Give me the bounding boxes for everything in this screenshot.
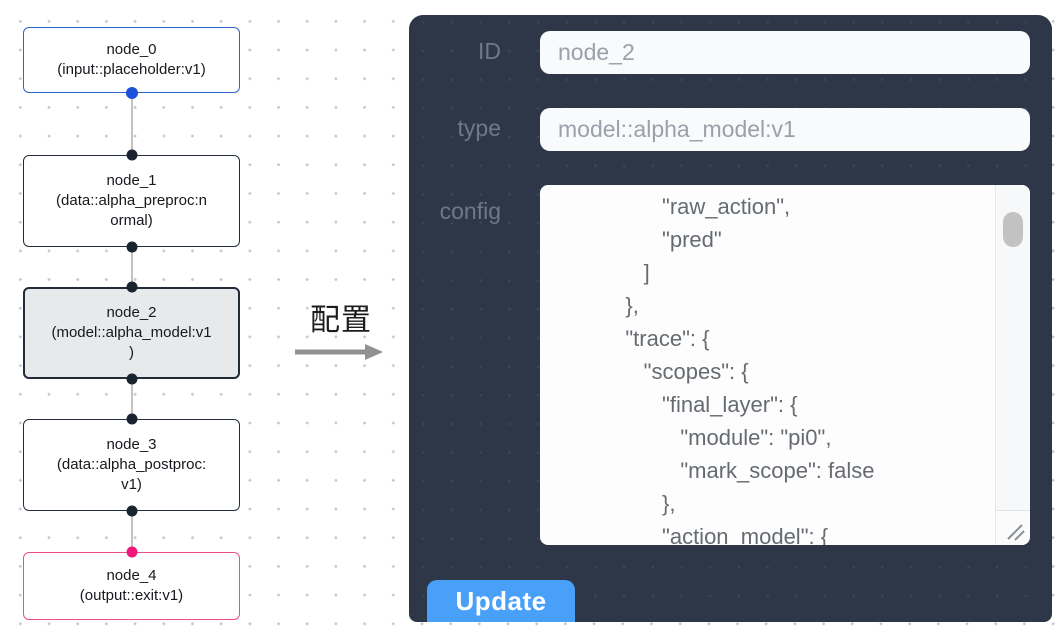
node-subtitle: ) (129, 344, 134, 361)
port-node2-output[interactable] (126, 373, 137, 385)
edge-node1-node2 (130, 247, 133, 287)
edge-node0-node1 (130, 93, 133, 155)
config-textarea[interactable]: "raw_action", "pred" ] }, "trace": { "sc… (540, 185, 1030, 545)
scrollbar-track[interactable] (995, 185, 1030, 510)
node-title: node_1 (106, 172, 157, 189)
resize-cell (995, 510, 1030, 545)
node-title: node_2 (106, 304, 157, 321)
type-input[interactable] (540, 108, 1030, 151)
config-field-label: config (439, 198, 501, 224)
node-node_2[interactable]: node_2 (model::alpha_model:v1 ) (23, 287, 240, 379)
edge-node2-node3 (130, 379, 133, 419)
right-arrow-icon (295, 344, 383, 360)
node-node_3[interactable]: node_3 (data::alpha_postproc: v1) (23, 419, 240, 511)
id-input[interactable] (540, 31, 1030, 74)
port-node3-output[interactable] (126, 505, 137, 517)
node-title: node_0 (106, 41, 157, 58)
node-node_4[interactable]: node_4 (output::exit:v1) (23, 552, 240, 620)
scrollbar-thumb[interactable] (1003, 212, 1023, 247)
type-field-label: type (457, 115, 501, 141)
port-node1-output[interactable] (126, 241, 137, 253)
node-subtitle: (output::exit:v1) (79, 587, 184, 604)
port-node1-input[interactable] (126, 149, 137, 161)
graph-canvas[interactable]: node_0 (input::placeholder:v1) node_1 (d… (0, 0, 410, 643)
node-subtitle: (data::alpha_preproc:n (56, 192, 207, 209)
transition-label: 配置 (310, 304, 372, 337)
node-subtitle: ormal) (110, 212, 153, 229)
config-json-text[interactable]: "raw_action", "pred" ] }, "trace": { "sc… (625, 194, 875, 545)
port-node2-input[interactable] (126, 281, 137, 293)
node-node_1[interactable]: node_1 (data::alpha_preproc:n ormal) (23, 155, 240, 247)
node-config-panel: ID type config "raw_action", "pred" ] },… (409, 15, 1052, 622)
node-subtitle: v1) (121, 476, 142, 493)
id-field-label: ID (478, 38, 501, 64)
update-button[interactable]: Update (427, 580, 575, 622)
port-node0-output[interactable] (125, 87, 138, 99)
node-title: node_4 (106, 567, 157, 584)
transition-annotation: 配置 (293, 295, 389, 361)
node-subtitle: (model::alpha_model:v1 (51, 324, 212, 341)
node-subtitle: (input::placeholder:v1) (57, 61, 206, 78)
port-node4-input[interactable] (126, 546, 137, 558)
node-subtitle: (data::alpha_postproc: (56, 456, 207, 473)
edge-node3-node4 (130, 511, 133, 552)
resize-grip-icon[interactable] (996, 511, 1030, 545)
port-node3-input[interactable] (126, 413, 137, 425)
node-node_0[interactable]: node_0 (input::placeholder:v1) (23, 27, 240, 93)
node-title: node_3 (106, 436, 157, 453)
